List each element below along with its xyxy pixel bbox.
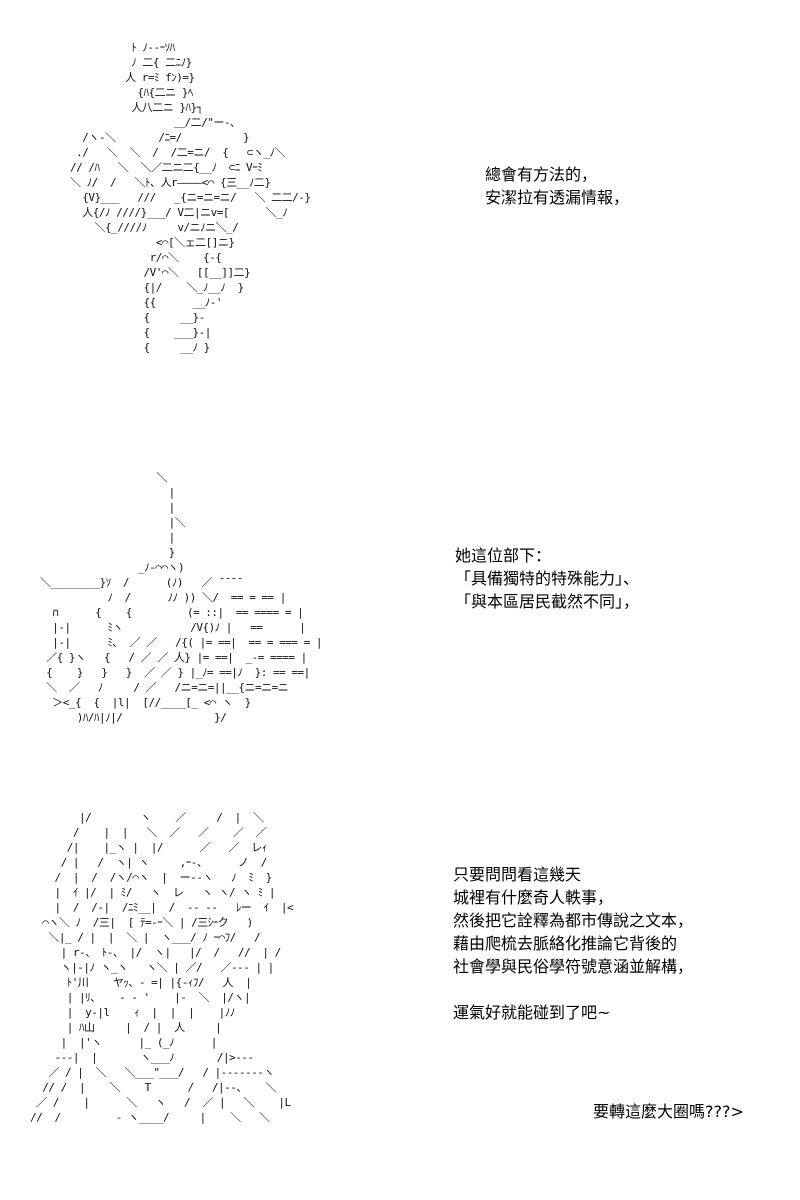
- dialogue-line: 她這位部下：: [455, 546, 552, 565]
- dialogue-line: 城裡有什麼奇人軼事，: [453, 888, 614, 907]
- dialogue-text-3: 只要問問看這幾天 城裡有什麼奇人軼事， 然後把它詮釋為都市傳說之文本， 藉由爬梳…: [453, 863, 693, 1024]
- dialogue-line: 社會學與民俗學符號意涵並解構，: [453, 957, 694, 976]
- dialogue-line: 安潔拉有透漏情報，: [485, 188, 630, 207]
- ascii-art-character-1: ﾄ ﾉ--ｰｿﾊ ﾉ 二{ 二ﾆﾉ} 人 r=ﾐ fﾝ)=} {ﾊ{二ニ }ﾍ …: [70, 41, 311, 354]
- dialogue-line: 只要問問看這幾天: [453, 865, 582, 884]
- dialogue-line: 然後把它詮釋為都市傳說之文本，: [453, 911, 694, 930]
- dialogue-text-1: 總會有方法的， 安潔拉有透漏情報，: [485, 163, 629, 209]
- dialogue-line: 運氣好就能碰到了吧~: [453, 1003, 611, 1022]
- panel-2: ＼ | | |＼ | } _ﾉ‐⌒⌒ヽ) ＼________}ｿ / (ﾉ) ／…: [0, 440, 800, 800]
- panel-1: ﾄ ﾉ--ｰｿﾊ ﾉ 二{ 二ﾆﾉ} 人 r=ﾐ fﾝ)=} {ﾊ{二ニ }ﾍ …: [0, 0, 800, 440]
- dialogue-line: 總會有方法的，: [485, 165, 598, 184]
- closing-remark: 要轉這麼大圈嗎???>: [593, 1102, 744, 1121]
- dialogue-text-2: 她這位部下： 「具備獨特的特殊能力」、 「與本區居民截然不同」，: [455, 544, 639, 613]
- dialogue-line: 藉由爬梳去脈絡化推論它背後的: [453, 934, 678, 953]
- dialogue-line: 「與本區居民截然不同」，: [455, 592, 640, 611]
- panel-3: |/ ヽ ／ / | ＼ / | | ＼ ／ ／ ／ ／ /| |_ヽ | |/…: [0, 800, 800, 1200]
- dialogue-line: [453, 978, 693, 1001]
- ascii-art-character-2: ＼ | | |＼ | } _ﾉ‐⌒⌒ヽ) ＼________}ｿ / (ﾉ) ／…: [40, 471, 323, 724]
- dialogue-line: 「具備獨特的特殊能力」、: [455, 569, 640, 588]
- ascii-art-character-3: |/ ヽ ／ / | ＼ / | | ＼ ／ ／ ／ ／ /| |_ヽ | |/…: [30, 811, 294, 1124]
